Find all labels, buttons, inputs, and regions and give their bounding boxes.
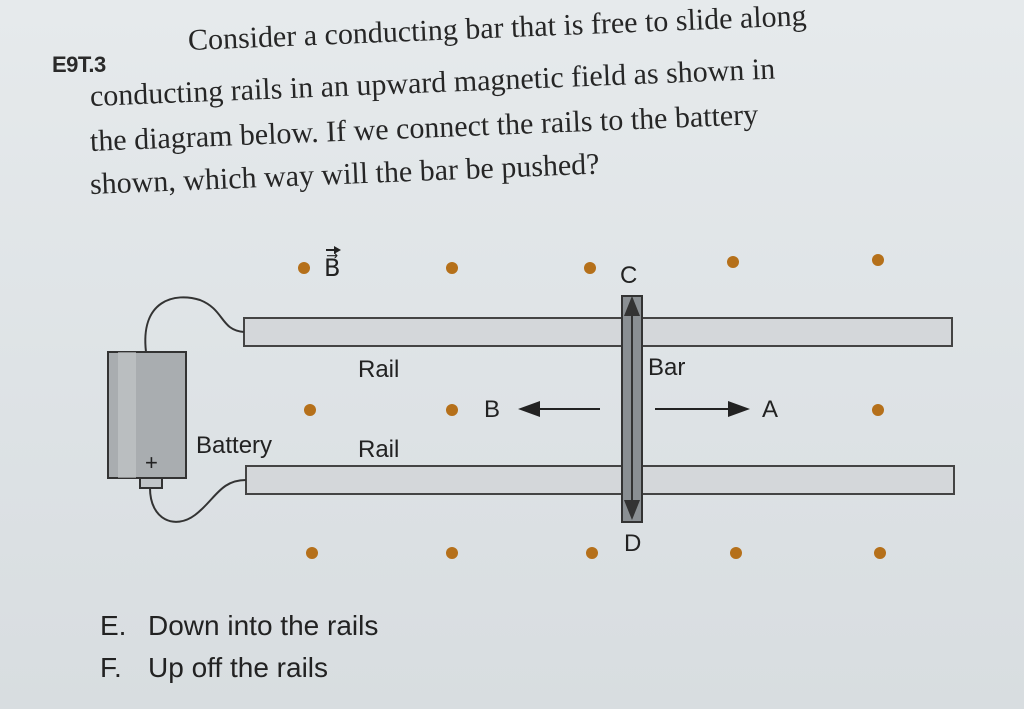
option-f-letter: F. — [100, 652, 122, 683]
magnetic-field-dots — [298, 254, 886, 559]
field-dot — [872, 254, 884, 266]
option-f: F. Up off the rails — [100, 652, 328, 684]
bar-arrow-down — [624, 500, 640, 520]
problem-number: E9T.3 — [52, 52, 106, 77]
battery-terminal — [139, 477, 163, 489]
bottom-rail — [245, 465, 955, 495]
wire-bottom — [149, 479, 247, 523]
bar-arrow-up — [624, 296, 640, 316]
arrow-right-head — [728, 401, 750, 417]
point-d-label: D — [624, 530, 642, 557]
field-dot — [298, 262, 310, 274]
field-dot — [584, 262, 596, 274]
point-c-label: C — [620, 262, 638, 289]
field-dot — [304, 404, 316, 416]
option-e-letter: E. — [100, 610, 127, 641]
field-dot — [306, 547, 318, 559]
direction-a-label: A — [762, 396, 779, 423]
field-dot — [872, 404, 884, 416]
top-rail-label: Rail — [358, 356, 400, 383]
field-dot — [727, 256, 739, 268]
field-dot — [446, 404, 458, 416]
field-label: B⃗ — [324, 255, 341, 282]
field-dot — [446, 547, 458, 559]
field-dot — [446, 262, 458, 274]
field-dot — [874, 547, 886, 559]
wire-top — [144, 296, 245, 353]
bottom-rail-label: Rail — [358, 436, 400, 463]
battery-label: Battery — [196, 432, 273, 459]
direction-b-label: B — [484, 396, 501, 423]
bar-label: Bar — [648, 354, 686, 381]
arrow-left-head — [518, 401, 540, 417]
option-e-text: Down into the rails — [148, 610, 379, 641]
top-rail — [243, 317, 953, 347]
option-f-text: Up off the rails — [148, 652, 329, 683]
battery-plus-sign: + — [145, 450, 158, 475]
option-e: E. Down into the rails — [100, 610, 378, 642]
field-dot — [730, 547, 742, 559]
field-dot — [586, 547, 598, 559]
